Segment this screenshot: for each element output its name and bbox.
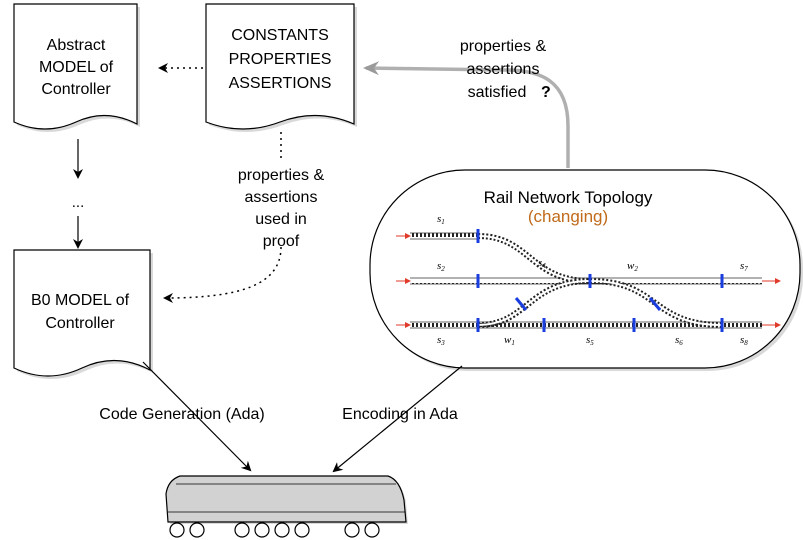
label-w2: w2 bbox=[627, 260, 638, 273]
label-s5: s5 bbox=[586, 334, 594, 347]
question-mark: ? bbox=[541, 84, 551, 101]
b0-model-line2: Controller bbox=[45, 315, 115, 332]
used-in-proof-line1: properties & bbox=[238, 167, 325, 184]
label-s4: s4 bbox=[538, 257, 546, 270]
satisfied-label-line3: satisfied bbox=[468, 84, 527, 101]
abstract-model-line2: MODEL of bbox=[39, 59, 114, 76]
track-s1 bbox=[410, 232, 478, 240]
encoding-arrow bbox=[332, 365, 463, 473]
marker-w2 bbox=[648, 297, 662, 311]
section-markers bbox=[476, 229, 724, 332]
abstract-model-document: Abstract MODEL of Controller bbox=[13, 3, 140, 132]
label-s3: s3 bbox=[437, 334, 445, 347]
rail-network-panel: Rail Network Topology (changing) bbox=[369, 169, 803, 371]
network-subtitle: (changing) bbox=[528, 207, 608, 226]
label-s1: s1 bbox=[437, 213, 445, 226]
constants-to-b0-arrow bbox=[165, 132, 282, 298]
b0-model-document: B0 MODEL of Controller bbox=[13, 249, 153, 379]
used-in-proof-line3: used in bbox=[255, 211, 307, 228]
abstract-model-line3: Controller bbox=[41, 81, 111, 98]
label-s6: s6 bbox=[675, 334, 683, 347]
used-in-proof-line2: assertions bbox=[245, 189, 318, 206]
label-s2: s2 bbox=[437, 260, 445, 273]
satisfied-feedback-arrow bbox=[363, 61, 570, 168]
constants-line1: CONSTANTS bbox=[231, 27, 328, 44]
label-s7: s7 bbox=[740, 260, 748, 273]
constants-document: CONSTANTS PROPERTIES ASSERTIONS bbox=[205, 3, 357, 132]
satisfied-label-line2: assertions bbox=[467, 61, 540, 78]
track-s3-row bbox=[410, 321, 762, 329]
abstract-model-line1: Abstract bbox=[47, 37, 106, 54]
b0-model-line1: B0 MODEL of bbox=[31, 292, 130, 309]
constants-line3: ASSERTIONS bbox=[229, 75, 332, 92]
code-generation-arrow bbox=[142, 361, 252, 472]
used-in-proof-line4: proof bbox=[263, 233, 300, 250]
ellipsis-label: ... bbox=[72, 194, 85, 211]
label-w1: w1 bbox=[504, 334, 515, 347]
code-generation-label: Code Generation (Ada) bbox=[99, 406, 264, 423]
network-title: Rail Network Topology bbox=[484, 188, 653, 207]
satisfied-label-line1: properties & bbox=[460, 38, 547, 55]
encoding-label: Encoding in Ada bbox=[342, 406, 458, 423]
marker-w1 bbox=[514, 297, 528, 311]
label-s8: s8 bbox=[740, 334, 748, 347]
constants-line2: PROPERTIES bbox=[229, 51, 332, 68]
train-icon bbox=[165, 475, 408, 538]
